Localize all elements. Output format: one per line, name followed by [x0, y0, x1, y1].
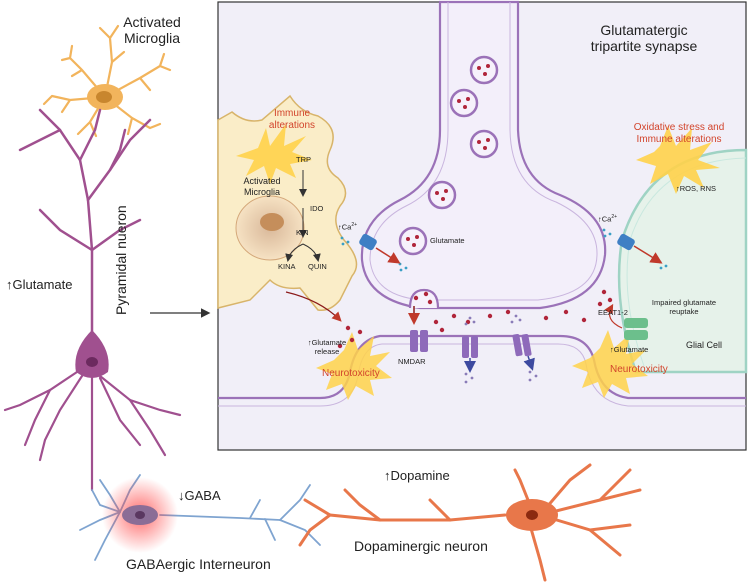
label-ca-right: ↑Ca2+ [598, 214, 618, 224]
nmda-receptor-3 [512, 333, 535, 371]
label-nmdar: NMDAR [398, 357, 426, 366]
nmda-receptor-2 [462, 336, 478, 373]
label-ido: IDO [310, 204, 324, 213]
dopaminergic-nucleus [526, 510, 538, 520]
vesicle-glutamate [398, 226, 428, 256]
pyramidal-nucleus [86, 357, 98, 367]
microglia-left-cell [42, 24, 172, 138]
neurotoxicity-right-burst [572, 330, 648, 398]
glutamate-molecules [337, 289, 613, 349]
pyramidal-dendrites-top [18, 108, 152, 342]
label-activated-microglia-inset: Activated Microglia [243, 176, 281, 197]
vesicle-4 [427, 180, 457, 210]
kynurenine-pathway-arrows [285, 170, 321, 262]
label-activated-microglia-left: Activated Microglia [123, 14, 181, 46]
label-kina: KINA [278, 262, 296, 271]
label-glutamate-release: ↑Glutamate release [307, 338, 347, 356]
label-eaat: EEAT1-2 [598, 308, 628, 317]
vesicle-2 [449, 88, 479, 118]
microglia-release-arrow [285, 291, 342, 322]
presynaptic-membrane-inner [369, 2, 598, 301]
label-impaired-reuptake: Impaired glutamate reuptake [651, 298, 717, 316]
label-dopamine-increase: ↑Dopamine [384, 468, 450, 483]
neurotransmitter-clusters [464, 314, 538, 384]
label-neurotoxicity-left: Neurotoxicity [322, 368, 380, 379]
eaat-transporter [624, 318, 648, 340]
label-glutamate-glial: ↑Glutamate [610, 345, 649, 354]
label-trp: TRP [296, 155, 311, 164]
microglia-inset-nucleus [260, 213, 284, 231]
immune-alteration-burst [236, 124, 312, 184]
pyramidal-soma [75, 330, 109, 378]
nmda-receptor-1 [410, 330, 428, 352]
label-ros-rns: ↑ROS, RNS [676, 184, 717, 193]
reuptake-arrow [604, 303, 623, 329]
label-pyramidal-neuron: Pyramidal nueron [113, 205, 129, 315]
label-glutamate-increase: ↑Glutamate [6, 277, 73, 292]
label-gabaergic-interneuron: GABAergic Interneuron [126, 556, 271, 572]
label-dopaminergic-neuron: Dopaminergic neuron [354, 538, 488, 554]
neurotoxicity-left-burst [316, 332, 392, 400]
pyramidal-dendrites-bottom [3, 368, 182, 492]
oxidative-stress-burst [636, 126, 720, 194]
calcium-channel-left [359, 233, 401, 264]
label-neurotoxicity-right: Neurotoxicity [610, 364, 668, 375]
label-ca-left: ↑Ca2+ [338, 222, 358, 232]
label-immune-alterations: Immune alterations [268, 108, 316, 131]
label-quin: QUIN [308, 262, 327, 271]
microglia-left-nucleus [96, 91, 112, 103]
calcium-channel-right [617, 233, 663, 264]
label-glutamate-vesicle: Glutamate [430, 236, 465, 245]
gaba-nucleus [135, 511, 145, 519]
vesicle-1 [469, 55, 499, 85]
label-synapse-title: Glutamatergic tripartite synapse [590, 22, 698, 54]
vesicle-3 [469, 129, 499, 159]
dopaminergic-dendrites [298, 463, 642, 582]
label-glial-cell: Glial Cell [686, 340, 723, 350]
label-oxidative-stress: Oxidative stress and Immune alterations [633, 122, 725, 145]
label-gaba-decrease: ↓GABA [178, 488, 221, 503]
label-kin: KIN [296, 228, 309, 237]
